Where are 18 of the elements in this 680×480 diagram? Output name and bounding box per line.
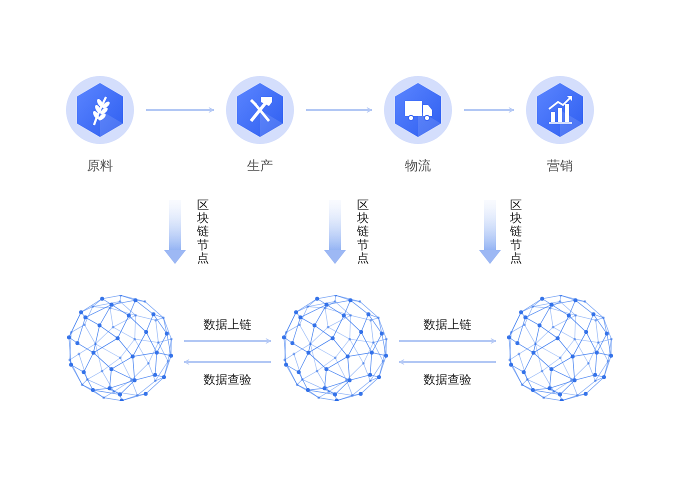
stage-label: 物流 bbox=[404, 158, 432, 175]
edge-label: 数据上链 bbox=[202, 316, 252, 334]
edge-label: 数据查验 bbox=[422, 372, 472, 388]
arrow bbox=[306, 107, 373, 113]
vertical-label: 区块链节点 bbox=[197, 199, 209, 265]
vertical-label: 区块链节点 bbox=[357, 199, 369, 265]
arrow bbox=[183, 359, 271, 365]
arrow bbox=[184, 338, 272, 344]
stage-label: 生产 bbox=[246, 158, 274, 175]
edge-label: 数据上链 bbox=[422, 316, 472, 334]
arrow bbox=[399, 338, 497, 344]
arrow bbox=[464, 107, 515, 113]
arrow bbox=[146, 107, 215, 113]
vertical-label: 区块链节点 bbox=[510, 199, 522, 265]
edge-label: 数据查验 bbox=[202, 372, 252, 388]
stage-label: 原料 bbox=[86, 158, 114, 175]
stage-label: 营销 bbox=[546, 158, 574, 175]
arrow bbox=[398, 359, 496, 365]
